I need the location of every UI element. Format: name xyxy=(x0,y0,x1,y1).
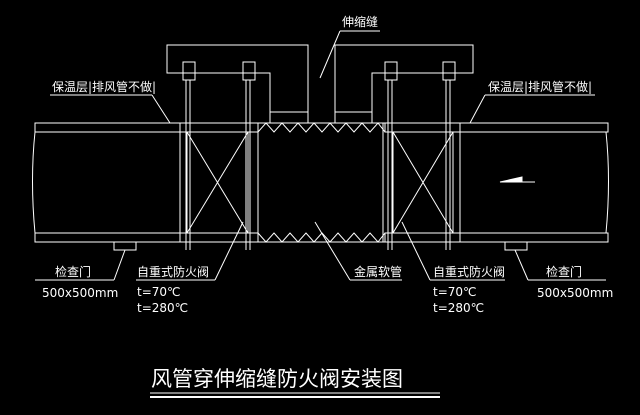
fire-damper-right xyxy=(382,123,461,242)
right-slab xyxy=(334,44,474,124)
left-slab xyxy=(166,44,309,124)
expansion-joint-label: 伸缩缝 xyxy=(342,14,378,29)
access-door-size-left: 500x500mm xyxy=(42,286,118,300)
drawing-title: 风管穿伸缩缝防火阀安装图 xyxy=(151,367,403,391)
access-door-label-left: 检查门 xyxy=(55,264,91,279)
access-door-label-right: 检查门 xyxy=(546,264,582,279)
access-door-size-right: 500x500mm xyxy=(537,286,613,300)
fire-damper-temp2-left: t=280℃ xyxy=(137,301,188,315)
insulation-label-right: 保温层|排风管不做| xyxy=(488,79,592,94)
fire-damper-temp1-right: t=70℃ xyxy=(433,285,477,299)
flexible-pipe-bottom-zigzag xyxy=(257,232,386,243)
access-door-right xyxy=(504,241,528,251)
fire-damper-temp2-right: t=280℃ xyxy=(433,301,484,315)
insulation-label-left: 保温层|排风管不做| xyxy=(52,79,156,94)
flow-arrow-icon xyxy=(499,176,535,183)
access-door-left xyxy=(113,241,137,251)
leader-lines xyxy=(35,30,606,281)
fire-damper-label-right: 自重式防火阀 xyxy=(433,264,505,279)
hangers xyxy=(182,61,456,250)
fire-damper-left xyxy=(179,123,259,242)
flexible-pipe-label: 金属软管 xyxy=(354,264,402,279)
flexible-pipe-top-zigzag xyxy=(257,122,386,133)
fire-damper-label-left: 自重式防火阀 xyxy=(137,264,209,279)
fire-damper-temp1-left: t=70℃ xyxy=(137,285,181,299)
